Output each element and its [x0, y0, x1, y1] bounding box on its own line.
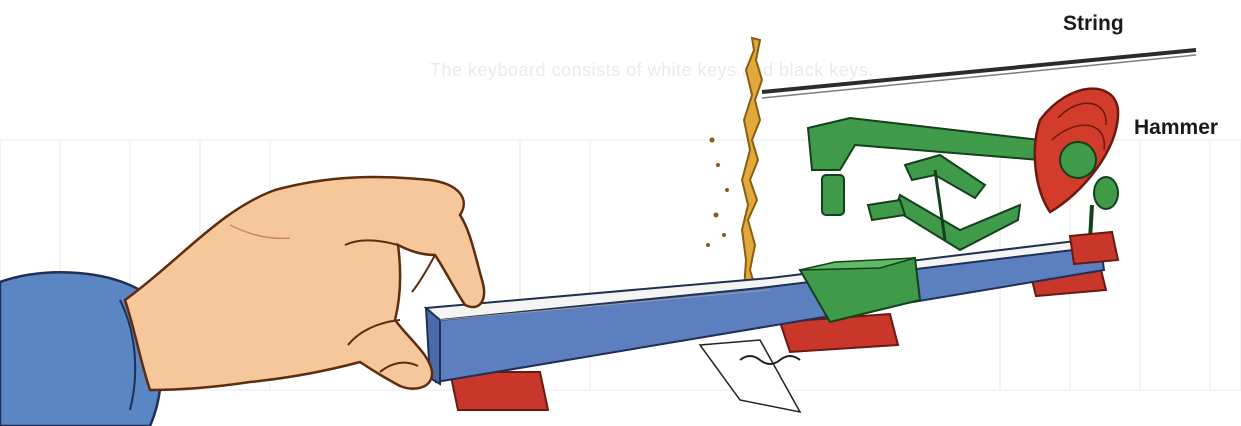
wooden-frame-strip [706, 38, 762, 290]
hand-illustration [0, 177, 484, 426]
balance-rail [700, 340, 800, 412]
hammer-label: Hammer [1134, 116, 1218, 140]
string-line [762, 50, 1196, 98]
string-label: String [1063, 12, 1124, 36]
